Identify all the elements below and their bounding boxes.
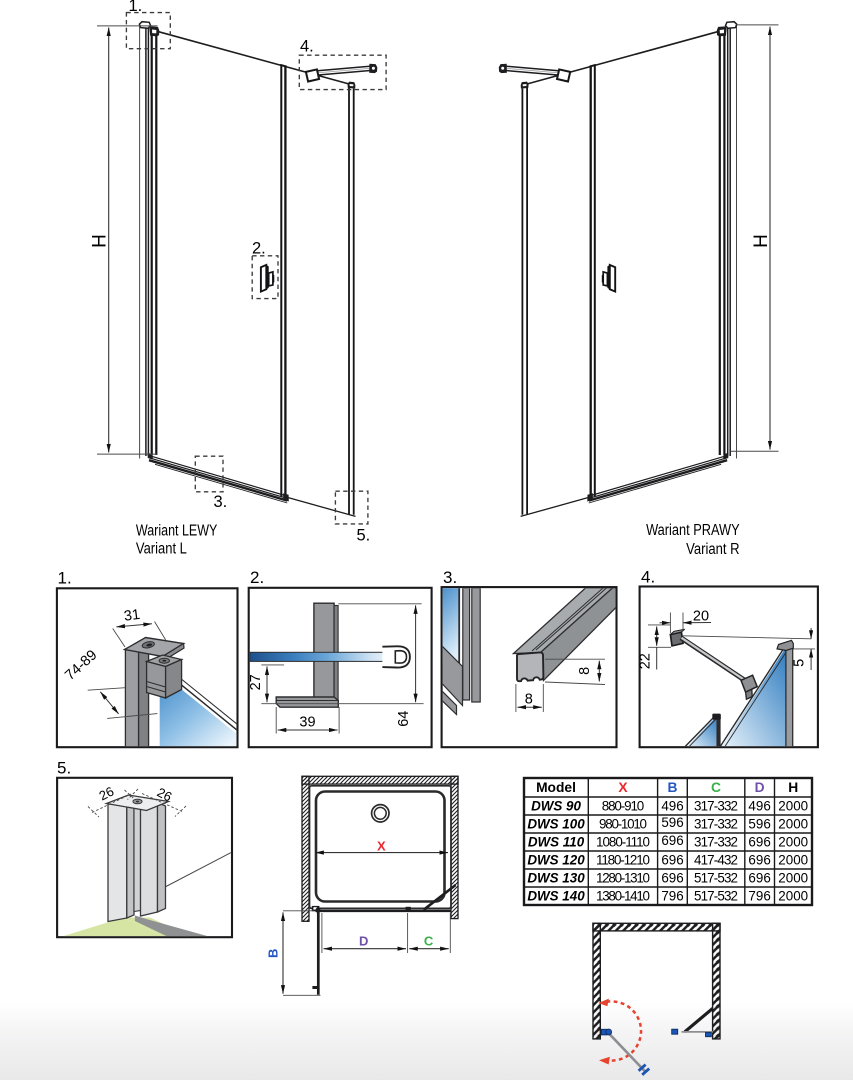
svg-text:8: 8 xyxy=(577,667,593,675)
svg-text:20: 20 xyxy=(693,608,709,624)
svg-text:980-1010: 980-1010 xyxy=(599,817,647,832)
svg-text:D: D xyxy=(359,934,368,949)
svg-text:C: C xyxy=(711,780,721,795)
svg-text:696: 696 xyxy=(661,871,683,886)
svg-text:Wariant PRAWY: Wariant PRAWY xyxy=(646,522,740,539)
svg-text:B: B xyxy=(266,949,281,958)
svg-text:3.: 3. xyxy=(443,568,457,587)
svg-text:2.: 2. xyxy=(252,240,266,258)
svg-text:696: 696 xyxy=(661,833,683,848)
svg-text:74-89: 74-89 xyxy=(62,647,100,684)
svg-text:696: 696 xyxy=(748,853,770,868)
svg-text:B: B xyxy=(668,780,678,795)
svg-text:31: 31 xyxy=(123,607,141,625)
svg-text:64: 64 xyxy=(396,711,412,727)
svg-text:517-532: 517-532 xyxy=(694,889,738,904)
svg-text:796: 796 xyxy=(661,889,683,904)
svg-text:2000: 2000 xyxy=(778,853,808,868)
svg-text:1.: 1. xyxy=(58,569,72,588)
svg-text:796: 796 xyxy=(748,889,770,904)
svg-text:496: 496 xyxy=(661,799,683,814)
svg-text:DWS 140: DWS 140 xyxy=(527,889,585,904)
svg-text:27: 27 xyxy=(248,674,264,690)
svg-text:696: 696 xyxy=(748,871,770,886)
svg-text:X: X xyxy=(618,780,628,795)
svg-text:1380-1410: 1380-1410 xyxy=(596,889,650,904)
svg-text:2000: 2000 xyxy=(778,871,808,886)
svg-text:2000: 2000 xyxy=(778,799,808,814)
svg-text:22: 22 xyxy=(638,653,654,669)
svg-text:696: 696 xyxy=(661,853,683,868)
svg-text:DWS 110: DWS 110 xyxy=(528,835,585,850)
svg-text:H: H xyxy=(89,234,110,248)
svg-text:Wariant LEWY: Wariant LEWY xyxy=(136,523,218,540)
svg-text:517-532: 517-532 xyxy=(694,871,738,886)
svg-text:4.: 4. xyxy=(641,568,655,587)
svg-text:DWS 90: DWS 90 xyxy=(531,799,581,814)
svg-text:Model: Model xyxy=(536,780,576,795)
svg-text:X: X xyxy=(377,839,386,854)
svg-text:5.: 5. xyxy=(57,759,71,778)
svg-text:2000: 2000 xyxy=(778,889,808,904)
svg-text:696: 696 xyxy=(748,835,770,850)
svg-text:5.: 5. xyxy=(357,527,371,545)
svg-text:880-910: 880-910 xyxy=(602,799,645,814)
svg-text:2.: 2. xyxy=(250,568,264,587)
svg-text:C: C xyxy=(424,934,434,949)
svg-text:H: H xyxy=(788,780,798,795)
svg-text:26: 26 xyxy=(97,784,117,804)
svg-text:D: D xyxy=(755,780,765,795)
svg-text:4.: 4. xyxy=(300,38,314,56)
svg-text:596: 596 xyxy=(748,817,770,832)
svg-text:26: 26 xyxy=(155,785,175,805)
svg-text:1280-1310: 1280-1310 xyxy=(596,871,650,886)
svg-text:1180-1210: 1180-1210 xyxy=(596,853,650,868)
svg-text:596: 596 xyxy=(661,815,683,830)
svg-text:DWS 130: DWS 130 xyxy=(527,871,585,886)
svg-text:496: 496 xyxy=(748,799,770,814)
svg-text:2000: 2000 xyxy=(778,817,808,832)
svg-text:DWS 120: DWS 120 xyxy=(527,853,585,868)
svg-text:39: 39 xyxy=(299,714,315,730)
svg-text:317-332: 317-332 xyxy=(694,835,738,850)
svg-text:DWS 100: DWS 100 xyxy=(527,817,585,832)
svg-text:8: 8 xyxy=(525,692,533,708)
svg-text:417-432: 417-432 xyxy=(694,853,738,868)
svg-text:2000: 2000 xyxy=(778,835,808,850)
svg-text:1.: 1. xyxy=(129,0,143,15)
svg-text:Variant L: Variant L xyxy=(136,541,187,558)
svg-text:H: H xyxy=(751,234,772,248)
svg-text:3.: 3. xyxy=(214,493,228,511)
svg-text:Variant R: Variant R xyxy=(686,541,740,558)
svg-text:5: 5 xyxy=(792,659,808,667)
svg-text:1080-1110: 1080-1110 xyxy=(596,835,650,850)
svg-text:317-332: 317-332 xyxy=(694,799,738,814)
svg-text:317-332: 317-332 xyxy=(694,817,738,832)
